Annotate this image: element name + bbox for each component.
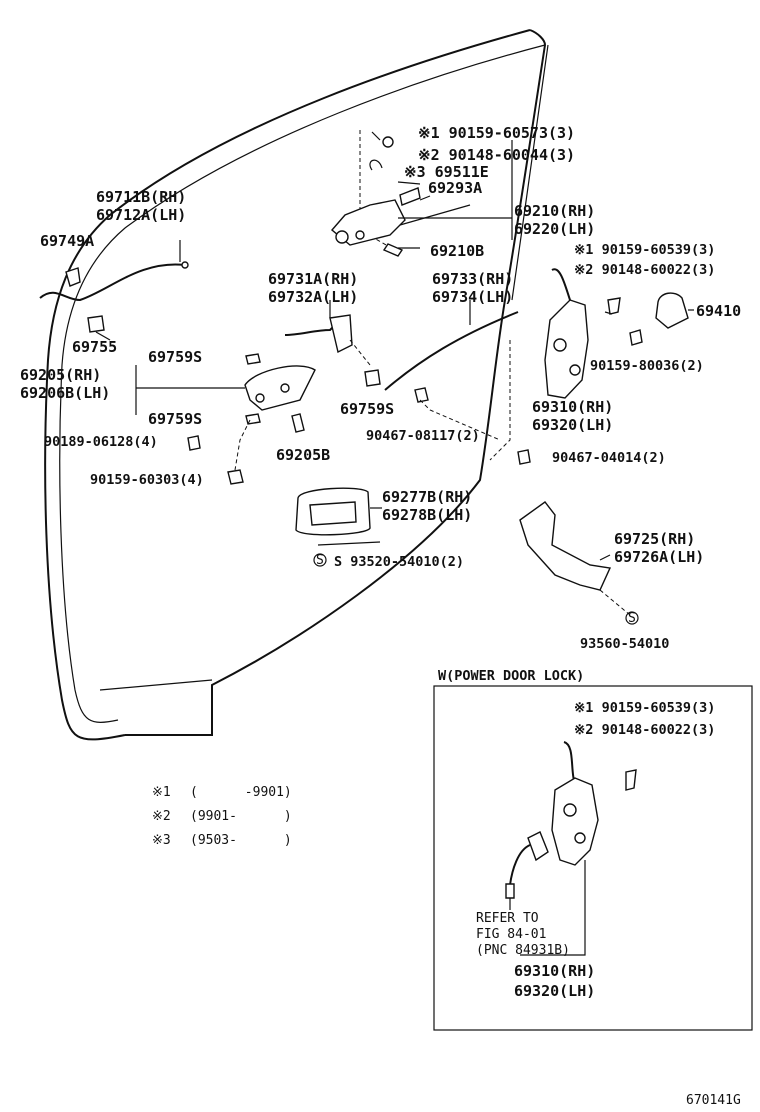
door-lock-assembly bbox=[489, 268, 694, 465]
inside-handle-bezel: S bbox=[295, 487, 382, 568]
label-69733-rh: 69733(RH) bbox=[432, 270, 513, 288]
label-69731a-rh: 69731A(RH) bbox=[268, 270, 358, 288]
footnote-2-range: (9901- ) bbox=[190, 809, 292, 824]
lock-protector bbox=[519, 501, 639, 625]
label-69726a-lh: 69726A(LH) bbox=[614, 548, 704, 566]
inside-handle-cable bbox=[39, 240, 189, 341]
label-90467-04014: 90467-04014(2) bbox=[552, 450, 666, 466]
label-69711b-rh: 69711B(RH) bbox=[96, 188, 186, 206]
figure-id: 670141G bbox=[686, 1093, 741, 1108]
footnote-1-mark: ※1 bbox=[152, 785, 171, 800]
footnote-3-range: (9503- ) bbox=[190, 833, 292, 848]
label-69310-rh: 69310(RH) bbox=[532, 398, 613, 416]
footnotes: ※1 ( -9901) ※2 (9901- ) ※3 (9503- ) bbox=[152, 785, 292, 848]
label-90467-08117: 90467-08117(2) bbox=[366, 428, 480, 444]
label-69320-lh: 69320(LH) bbox=[532, 416, 613, 434]
s-marker-bezel: S bbox=[316, 553, 324, 568]
label-69293a: 69293A bbox=[428, 179, 482, 197]
label-69206b-lh: 69206B(LH) bbox=[20, 384, 110, 402]
door-panel-outline bbox=[44, 29, 549, 741]
label-69759s-bottom: 69759S bbox=[148, 410, 202, 428]
inset-title: W(POWER DOOR LOCK) bbox=[438, 668, 584, 684]
footnote-2-mark: ※2 bbox=[152, 809, 171, 824]
label-90159-60303: 90159-60303(4) bbox=[90, 472, 204, 488]
label-69749a: 69749A bbox=[40, 232, 94, 250]
label-69725-rh: 69725(RH) bbox=[614, 530, 695, 548]
label-69278b-lh: 69278B(LH) bbox=[382, 506, 472, 524]
part-labels: ※1 90159-60573(3) ※2 90148-60044(3) ※3 6… bbox=[20, 124, 741, 652]
label-69210-rh: 69210(RH) bbox=[514, 202, 595, 220]
label-69755: 69755 bbox=[72, 338, 117, 356]
label-69732a-lh: 69732A(LH) bbox=[268, 288, 358, 306]
inset-label-69320-lh: 69320(LH) bbox=[514, 982, 595, 1000]
lock-rods bbox=[284, 300, 519, 391]
inset-label-90159-60539: ※1 90159-60539(3) bbox=[574, 700, 715, 716]
inset-label-69310-rh: 69310(RH) bbox=[514, 962, 595, 980]
label-93560-54010: 93560-54010 bbox=[580, 636, 669, 652]
label-69205b: 69205B bbox=[276, 446, 330, 464]
label-90159-80036: 90159-80036(2) bbox=[590, 358, 704, 374]
label-69712a-lh: 69712A(LH) bbox=[96, 206, 186, 224]
footnote-3-mark: ※3 bbox=[152, 833, 171, 848]
label-69734-lh: 69734(LH) bbox=[432, 288, 513, 306]
s-marker-protector: S bbox=[628, 611, 636, 626]
label-69277b-rh: 69277B(RH) bbox=[382, 488, 472, 506]
footnote-1-range: ( -9901) bbox=[190, 785, 292, 800]
label-69220-lh: 69220(LH) bbox=[514, 220, 595, 238]
label-69759s-top: 69759S bbox=[148, 348, 202, 366]
label-69205-rh: 69205(RH) bbox=[20, 366, 101, 384]
inset-label-90148-60022: ※2 90148-60022(3) bbox=[574, 722, 715, 738]
label-90159-60539: ※1 90159-60539(3) bbox=[574, 242, 715, 258]
inside-door-handle bbox=[135, 339, 501, 485]
power-door-lock-inset: W(POWER DOOR LOCK) ※1 90159-60539(3) ※2 … bbox=[433, 668, 753, 1031]
label-90189-06128: 90189-06128(4) bbox=[44, 434, 158, 450]
label-69511e: ※3 69511E bbox=[404, 163, 489, 181]
label-69410: 69410 bbox=[696, 302, 741, 320]
label-69759s-right: 69759S bbox=[340, 400, 394, 418]
label-90159-60573: ※1 90159-60573(3) bbox=[418, 124, 575, 142]
refer-text-2: FIG 84-01 bbox=[476, 927, 546, 942]
label-93520-54010: S 93520-54010(2) bbox=[334, 554, 464, 570]
label-69210b: 69210B bbox=[430, 242, 484, 260]
label-90148-60022: ※2 90148-60022(3) bbox=[574, 262, 715, 278]
label-90148-60044: ※2 90148-60044(3) bbox=[418, 146, 575, 164]
refer-text-1: REFER TO bbox=[476, 911, 539, 926]
refer-text-3: (PNC 84931B) bbox=[476, 943, 570, 958]
top-latch-assembly bbox=[331, 130, 513, 257]
